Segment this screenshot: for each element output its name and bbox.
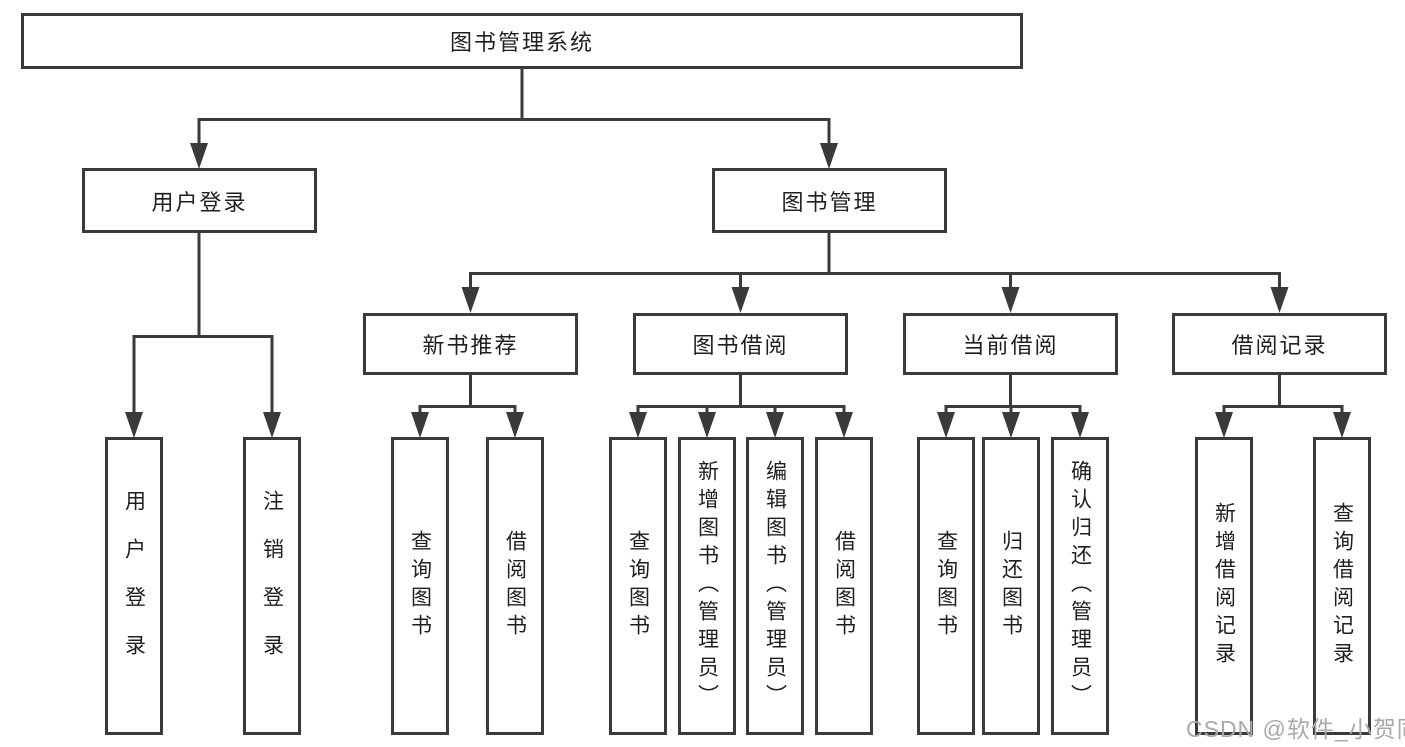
leaf-current-query-books: 查询图书 — [917, 437, 975, 735]
node-new-book-recommend: 新书推荐 — [363, 313, 578, 375]
leaf-records-query: 查询借阅记录 — [1313, 437, 1371, 735]
leaf-current-confirm-return-admin: 确认归还（管理员） — [1051, 437, 1109, 735]
node-borrowing-records: 借阅记录 — [1172, 313, 1387, 375]
leaf-logout: 注销登录 — [243, 437, 301, 735]
leaf-borrowing-edit-books-admin: 编辑图书（管理员） — [746, 437, 804, 735]
leaf-borrowing-borrow-books: 借阅图书 — [815, 437, 873, 735]
leaf-borrowing-add-books-admin: 新增图书（管理员） — [678, 437, 736, 735]
arrowheads — [125, 143, 1351, 438]
leaf-records-add: 新增借阅记录 — [1195, 437, 1253, 735]
node-book-management: 图书管理 — [712, 168, 947, 233]
leaf-borrowing-query-books: 查询图书 — [609, 437, 667, 735]
tree-edges — [132, 69, 1344, 414]
node-book-borrowing: 图书借阅 — [633, 313, 848, 375]
leaf-recommend-query-books: 查询图书 — [391, 437, 449, 735]
leaf-recommend-borrow-books: 借阅图书 — [486, 437, 544, 735]
node-current-borrowing: 当前借阅 — [903, 313, 1118, 375]
node-root: 图书管理系统 — [21, 13, 1023, 69]
csdn-watermark: CSDN @软件_小贺同学 — [1186, 716, 1405, 742]
node-user-login: 用户登录 — [82, 168, 317, 233]
leaf-user-login: 用户登录 — [105, 437, 163, 735]
leaf-current-return-books: 归还图书 — [982, 437, 1040, 735]
